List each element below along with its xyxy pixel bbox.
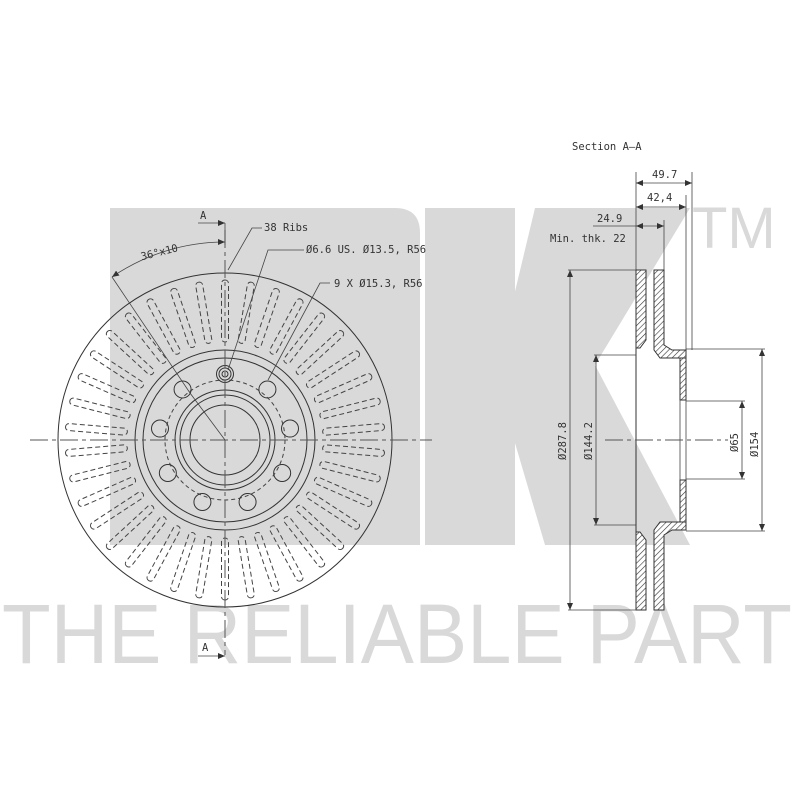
dim-overall-height: 49.7 xyxy=(652,169,677,181)
dim-outer-diameter: Ø287.8 xyxy=(557,422,569,460)
dim-hat-inner-diameter: Ø144.2 xyxy=(583,422,595,460)
front-view: 36°x10 A A 38 Ribs Ø6.6 US. Ø13.5, R56 9… xyxy=(30,210,432,659)
ribs-callout: 38 Ribs xyxy=(264,222,308,234)
trademark-text: TM xyxy=(692,196,776,261)
dim-min-thickness: Min. thk. 22 xyxy=(550,233,626,245)
bolt-holes-callout: 9 X Ø15.3, R56 xyxy=(334,278,423,290)
ribs xyxy=(65,279,385,601)
section-marker-bottom: A xyxy=(202,642,209,654)
section-marker-top: A xyxy=(200,210,207,222)
watermark-logo: TM xyxy=(110,196,776,545)
section-view: Section A–A 49.7 42,4 24.9 Min. thk. 22 xyxy=(550,141,765,611)
small-hole-callout: Ø6.6 US. Ø13.5, R56 xyxy=(306,244,426,256)
dim-center-bore: Ø65 xyxy=(729,433,741,452)
dim-hat-outer-diameter: Ø154 xyxy=(749,432,761,457)
tagline-watermark: THE RELIABLE PART xyxy=(2,587,792,681)
section-title: Section A–A xyxy=(572,141,642,153)
dim-hat-height: 42,4 xyxy=(647,192,672,204)
dim-thickness: 24.9 xyxy=(597,213,622,225)
